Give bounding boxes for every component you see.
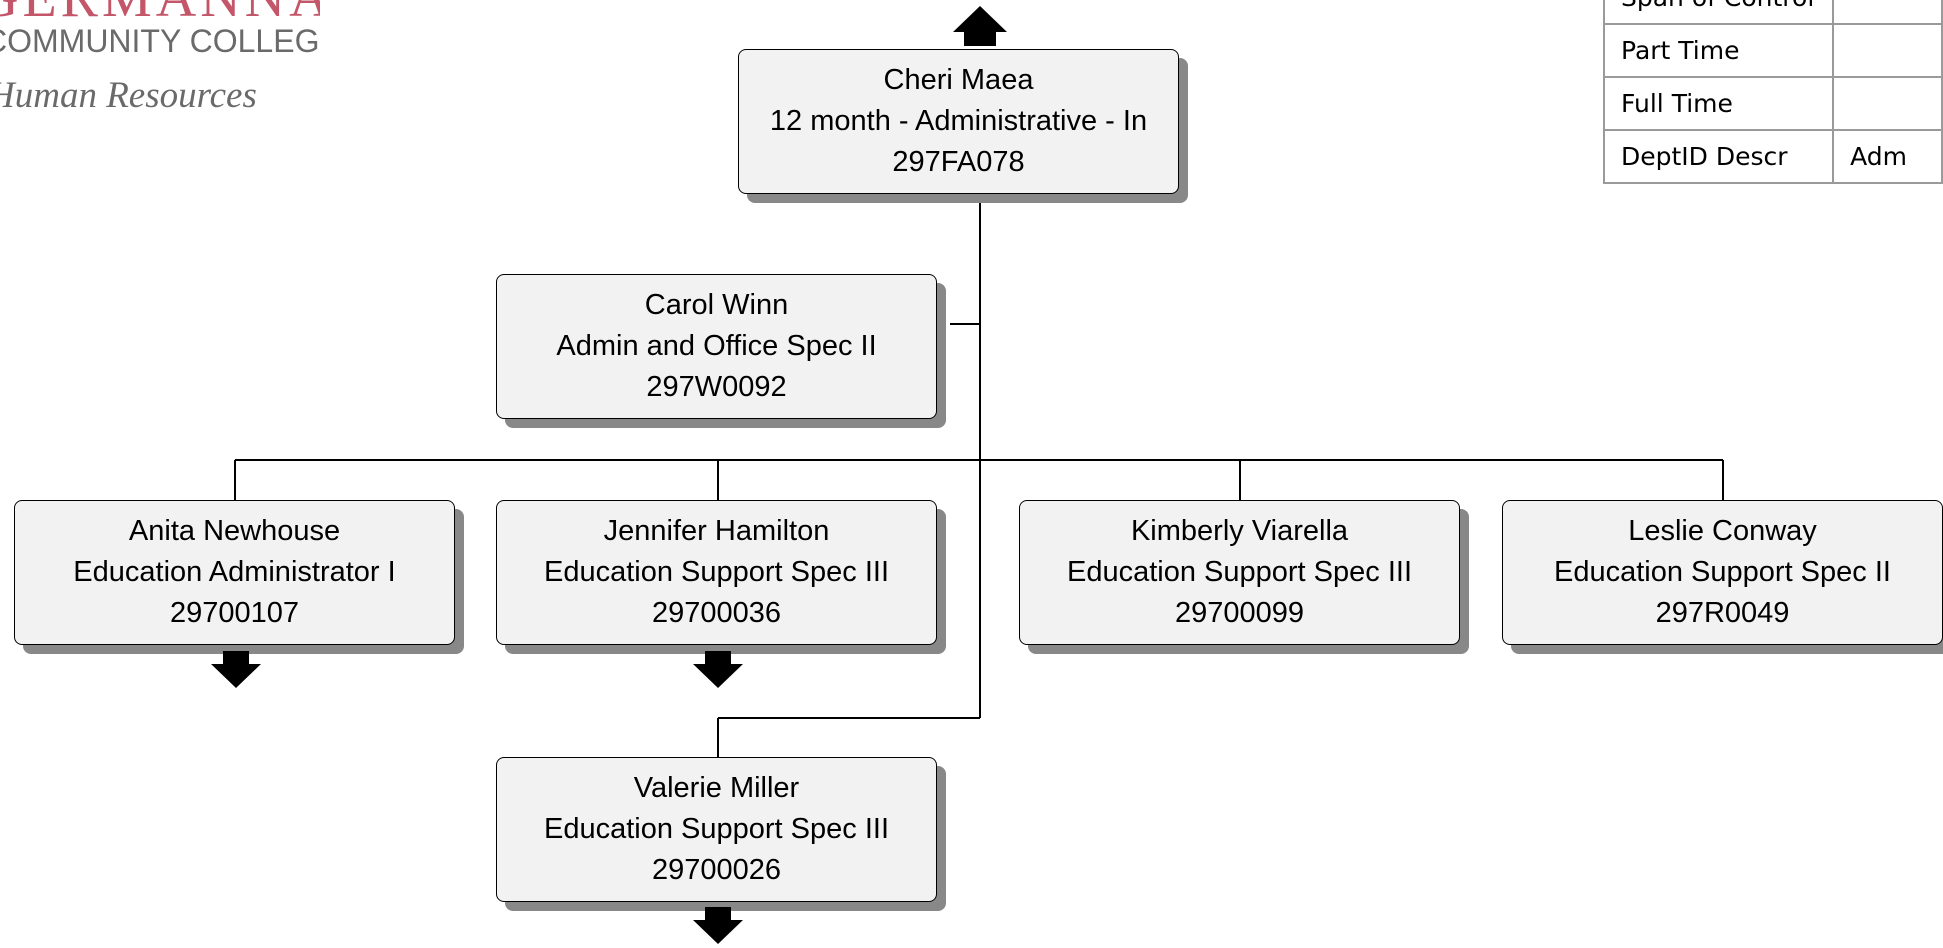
node-id: 29700107 (169, 597, 300, 629)
arrow-up-icon[interactable] (950, 4, 1010, 46)
node-id: 29700099 (1174, 597, 1305, 629)
node-name: Jennifer Hamilton (603, 515, 830, 547)
org-node-assistant[interactable]: Carol Winn Admin and Office Spec II 297W… (496, 274, 937, 419)
logo-college-text: COMMUNITY COLLEGE (0, 23, 320, 59)
node-title: Education Support Spec III (544, 556, 889, 588)
arrow-down-icon[interactable] (210, 651, 262, 689)
summary-value: Adm (1832, 129, 1943, 184)
summary-value (1832, 23, 1943, 78)
node-name: Kimberly Viarella (1130, 515, 1349, 547)
node-id: 297FA078 (892, 146, 1025, 178)
college-logo: GERMANNA COMMUNITY COLLEGE Human Resourc… (0, 0, 320, 130)
node-id: 297W0092 (646, 371, 787, 403)
summary-label: Span of Control (1602, 0, 1835, 25)
summary-table: Span of Control Part Time Full Time Dept… (1602, 0, 1943, 184)
node-title: Education Support Spec II (1554, 556, 1891, 588)
summary-row: Part Time (1602, 23, 1943, 78)
node-id: 29700026 (651, 854, 782, 886)
node-title: 12 month - Administrative - In (769, 105, 1148, 137)
logo-brand-text: GERMANNA (0, 0, 320, 26)
node-title: Education Support Spec III (1067, 556, 1412, 588)
org-node-root[interactable]: Cheri Maea 12 month - Administrative - I… (738, 49, 1179, 194)
node-title: Education Administrator I (73, 556, 396, 588)
org-node-report[interactable]: Jennifer Hamilton Education Support Spec… (496, 500, 937, 645)
arrow-down-icon[interactable] (692, 907, 744, 945)
node-name: Carol Winn (644, 289, 789, 321)
logo-department-text: Human Resources (0, 75, 257, 116)
node-id: 29700036 (651, 597, 782, 629)
node-name: Cheri Maea (883, 64, 1034, 96)
summary-label: Full Time (1602, 76, 1835, 131)
node-name: Anita Newhouse (128, 515, 341, 547)
node-name: Valerie Miller (633, 772, 800, 804)
summary-label: Part Time (1602, 23, 1835, 78)
arrow-down-icon[interactable] (692, 651, 744, 689)
summary-row: DeptID Descr Adm (1602, 129, 1943, 184)
summary-value (1832, 76, 1943, 131)
summary-row: Full Time (1602, 76, 1943, 131)
summary-value (1832, 0, 1943, 25)
node-id: 297R0049 (1655, 597, 1790, 629)
org-node-report[interactable]: Anita Newhouse Education Administrator I… (14, 500, 455, 645)
node-name: Leslie Conway (1628, 515, 1817, 547)
summary-row: Span of Control (1602, 0, 1943, 25)
summary-label: DeptID Descr (1602, 129, 1835, 184)
node-title: Admin and Office Spec II (556, 330, 877, 362)
node-title: Education Support Spec III (544, 813, 889, 845)
org-node-report[interactable]: Leslie Conway Education Support Spec II … (1502, 500, 1943, 645)
org-node-report[interactable]: Valerie Miller Education Support Spec II… (496, 757, 937, 902)
org-node-report[interactable]: Kimberly Viarella Education Support Spec… (1019, 500, 1460, 645)
